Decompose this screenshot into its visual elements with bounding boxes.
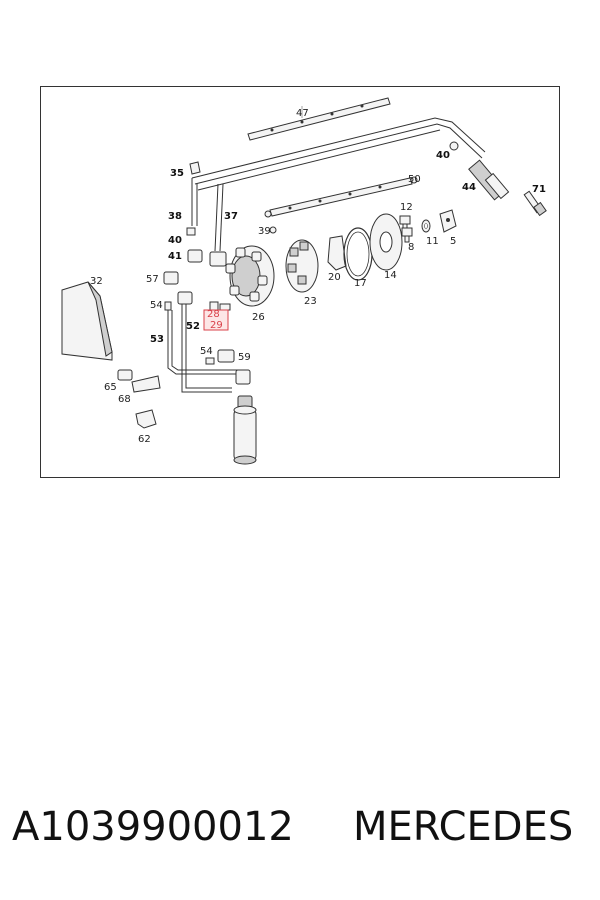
label-37: 37 — [224, 211, 238, 222]
label-50: 50 — [408, 174, 421, 185]
connector-57 — [163, 271, 179, 285]
spark-plug-connector-44 — [468, 159, 510, 201]
brand-name: MERCEDES — [353, 804, 574, 850]
ignition-coil — [232, 369, 257, 465]
label-28: 28 — [207, 309, 220, 320]
label-17: 17 — [354, 278, 367, 289]
label-5: 5 — [450, 236, 456, 247]
lead-53 — [167, 310, 240, 375]
label-59: 59 — [238, 352, 251, 363]
screw-8 — [401, 227, 413, 243]
clip-40 — [186, 227, 196, 236]
part-number: A1039900012 — [12, 804, 294, 850]
connector-59 — [217, 349, 235, 363]
clip-54-bottom — [205, 357, 215, 365]
part-caption: A1039900012 MERCEDES — [0, 800, 600, 860]
label-26: 26 — [252, 312, 265, 323]
distributor-cap-26 — [225, 245, 275, 307]
label-8: 8 — [408, 242, 414, 253]
gasket-50 — [264, 176, 418, 218]
washer-11 — [421, 219, 431, 233]
label-41: 41 — [168, 251, 182, 262]
rotor-arm-20 — [327, 235, 347, 271]
rotor-23 — [285, 239, 319, 293]
lead-52 — [177, 291, 232, 393]
screw-39 — [269, 226, 277, 234]
label-11: 11 — [426, 236, 439, 247]
label-12: 12 — [400, 202, 413, 213]
clip-65 — [117, 369, 133, 381]
label-54: 54 — [150, 300, 163, 311]
label-38: 38 — [168, 211, 182, 222]
clip-35 — [189, 161, 201, 175]
label-23: 23 — [304, 296, 317, 307]
label-54b: 54 — [200, 346, 213, 357]
cover-32 — [61, 281, 113, 361]
label-40: 40 — [436, 150, 450, 161]
label-52: 52 — [186, 321, 200, 332]
clip-62 — [135, 409, 157, 429]
label-71: 71 — [532, 184, 546, 195]
clip-40-top — [449, 141, 459, 151]
label-53: 53 — [150, 334, 164, 345]
label-29[interactable]: 29 — [210, 320, 223, 331]
label-44: 44 — [462, 182, 476, 193]
plug-37 — [209, 251, 227, 267]
label-20: 20 — [328, 272, 341, 283]
cable-strip-47 — [247, 97, 391, 141]
label-39: 39 — [258, 226, 271, 237]
label-40b: 40 — [168, 235, 182, 246]
plug-41 — [187, 249, 203, 263]
dust-shield-14 — [369, 213, 403, 271]
label-32: 32 — [90, 276, 103, 287]
lead-38 — [191, 178, 224, 252]
label-62: 62 — [138, 434, 151, 445]
label-35: 35 — [170, 168, 184, 179]
ignition-lead — [191, 117, 486, 191]
highlight-box-29[interactable] — [203, 309, 229, 331]
clip-54-top — [164, 301, 172, 311]
spark-plug-71 — [523, 190, 547, 217]
label-65: 65 — [104, 382, 117, 393]
label-14: 14 — [384, 270, 397, 281]
label-68: 68 — [118, 394, 131, 405]
clip-5 — [439, 209, 457, 233]
clip-68 — [131, 375, 161, 393]
label-47: 47 — [296, 108, 309, 119]
parts-diagram: 47 40 44 71 35 38 37 40 41 — [40, 86, 560, 478]
label-57: 57 — [146, 274, 159, 285]
